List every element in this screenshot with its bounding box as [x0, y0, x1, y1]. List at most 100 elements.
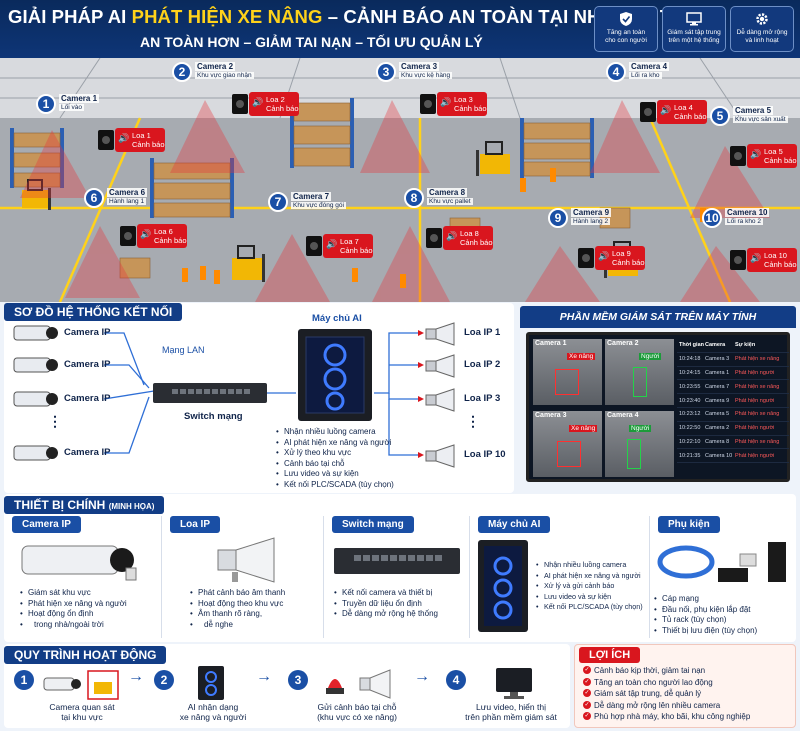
benefits-panel: LỢI ÍCH Cảnh báo kịp thời, giảm tai nạn …: [574, 644, 796, 728]
switch-icon: [153, 383, 267, 403]
step-2-number: 2: [154, 670, 174, 690]
camera-forklift-icon: [43, 670, 119, 700]
speaker-icon: [730, 250, 746, 270]
monitoring-software: PHẦN MỀM GIÁM SÁT TRÊN MÁY TÍNH Camera 1…: [520, 306, 796, 486]
network-section-title: SƠ ĐỒ HỆ THỐNG KẾT NỐI: [4, 303, 183, 321]
network-diagram: SƠ ĐỒ HỆ THỐNG KẾT NỐI Camera IP Camera …: [4, 303, 514, 493]
speaker-icon: [578, 248, 594, 268]
ip-speaker-icon: [425, 354, 455, 378]
switch-device-icon: [334, 548, 460, 574]
speaker-device-icon: [217, 537, 275, 583]
camera-ip-label: Camera IP: [64, 359, 111, 370]
ip-camera-icon: [13, 445, 58, 461]
speaker-icon: [640, 102, 656, 122]
arrow-icon: →: [414, 668, 430, 685]
ip-camera-icon: [13, 325, 58, 341]
speaker-icon: [420, 94, 436, 114]
process-section-title: QUY TRÌNH HOẠT ĐỘNG: [4, 646, 167, 664]
speaker-ip-10-label: Loa IP 10: [464, 449, 506, 460]
speaker-icon: [306, 236, 322, 256]
device-card-ai-server: Máy chủ AI Nhận nhiều luồng camera AI ph…: [470, 516, 650, 638]
step-4-number: 4: [446, 670, 466, 690]
ip-camera-icon: [13, 391, 58, 407]
arrow-icon: →: [128, 668, 144, 685]
ip-camera-icon: [13, 357, 58, 373]
page-subtitle: AN TOÀN HƠN – GIẢM TAI NẠN – TỐI ƯU QUẢN…: [140, 34, 483, 50]
benefit-item: Cảnh báo kịp thời, giảm tai nạn: [583, 665, 750, 677]
shield-icon: [620, 12, 632, 26]
feature-monitoring: Giám sát tập trung trên một hệ thống: [662, 6, 726, 52]
step-1-number: 1: [14, 670, 34, 690]
switch-label: Switch mạng: [184, 411, 243, 422]
server-label: Máy chủ AI: [312, 313, 362, 324]
speaker-ip-1-label: Loa IP 1: [464, 327, 501, 338]
ip-speaker-icon: [425, 322, 455, 346]
benefit-item: Tăng an toàn cho người lao động: [583, 677, 750, 689]
device-card-switch: Switch mạng Kết nối camera và thiết bị T…: [324, 516, 470, 638]
accessories-device-icon: [657, 542, 786, 582]
camera-tile-1[interactable]: Camera 1 Xe nâng: [533, 339, 602, 405]
benefit-item: Giám sát tập trung, dễ quản lý: [583, 688, 750, 700]
device-card-camera: Camera IP Giám sát khu vực Phát hiện xe …: [4, 516, 162, 638]
main-devices: THIẾT BỊ CHÍNH (MINH HỌA) Camera IP Giám…: [4, 494, 796, 642]
monitor-icon: [496, 668, 532, 699]
step-3-number: 3: [288, 670, 308, 690]
ai-server-icon: [298, 329, 372, 421]
benefit-item: Phù hợp nhà máy, kho bãi, khu công nghiệ…: [583, 711, 750, 723]
more-speakers-dots: ⋮: [466, 413, 480, 429]
feature-safety: Tăng an toàn cho con người: [594, 6, 658, 52]
camera-tile-3[interactable]: Camera 3 Xe nâng: [533, 411, 602, 477]
camera-tile-4[interactable]: Camera 4 Người: [605, 411, 674, 477]
speaker-icon: [98, 130, 114, 150]
device-card-accessories: Phụ kiện Cáp mạng Đầu nối, phụ kiện lắp …: [650, 516, 796, 638]
step-3-text: Gửi cảnh báo tại chỗ(khu vực có xe nâng): [317, 702, 397, 722]
page-title: GIẢI PHÁP AI PHÁT HIỆN XE NÂNG – CẢNH BÁ…: [8, 6, 690, 27]
benefits-list: Cảnh báo kịp thời, giảm tai nạn Tăng an …: [583, 665, 750, 723]
camera-ip-label: Camera IP: [64, 447, 111, 458]
gear-icon: [756, 13, 768, 25]
monitor-icon: [686, 12, 702, 26]
lan-label: Mạng LAN: [162, 345, 205, 355]
speaker-icon: [120, 226, 136, 246]
speaker-icon: [730, 146, 746, 166]
ip-speaker-icon: [425, 444, 455, 468]
speaker-ip-3-label: Loa IP 3: [464, 393, 501, 404]
server-device-icon: [478, 540, 528, 632]
device-card-speaker: Loa IP Phát cảnh báo âm thanh Hoạt động …: [162, 516, 324, 638]
camera-ip-label: Camera IP: [64, 327, 111, 338]
warehouse-illustration: [0, 58, 800, 302]
benefit-item: Dễ dàng mở rộng lên nhiều camera: [583, 700, 750, 712]
speaker-icon: [426, 228, 442, 248]
alarm-speaker-icon: [326, 669, 391, 699]
feature-scalable: Dễ dàng mở rộng và linh hoạt: [730, 6, 794, 52]
arrow-icon: →: [256, 668, 272, 685]
software-section-title: PHẦN MỀM GIÁM SÁT TRÊN MÁY TÍNH: [520, 306, 796, 328]
server-feature-list: Nhận nhiều luồng camera AI phát hiện xe …: [276, 427, 394, 490]
camera-ip-label: Camera IP: [64, 393, 111, 404]
benefits-section-title: LỢI ÍCH: [579, 647, 641, 663]
network-lines: [103, 330, 424, 458]
devices-section-title: THIẾT BỊ CHÍNH (MINH HỌA): [4, 496, 165, 514]
ai-server-icon: [198, 666, 224, 700]
camera-tile-2[interactable]: Camera 2 Người: [605, 339, 674, 405]
camera-device-icon: [21, 545, 137, 581]
speaker-ip-2-label: Loa IP 2: [464, 359, 501, 370]
speaker-icon: [232, 94, 248, 114]
header-banner: GIẢI PHÁP AI PHÁT HIỆN XE NÂNG – CẢNH BÁ…: [0, 0, 800, 58]
ip-speaker-icon: [425, 388, 455, 412]
monitor-screen: Camera 1 Xe nâng Camera 2 Người Camera 3…: [526, 332, 790, 482]
